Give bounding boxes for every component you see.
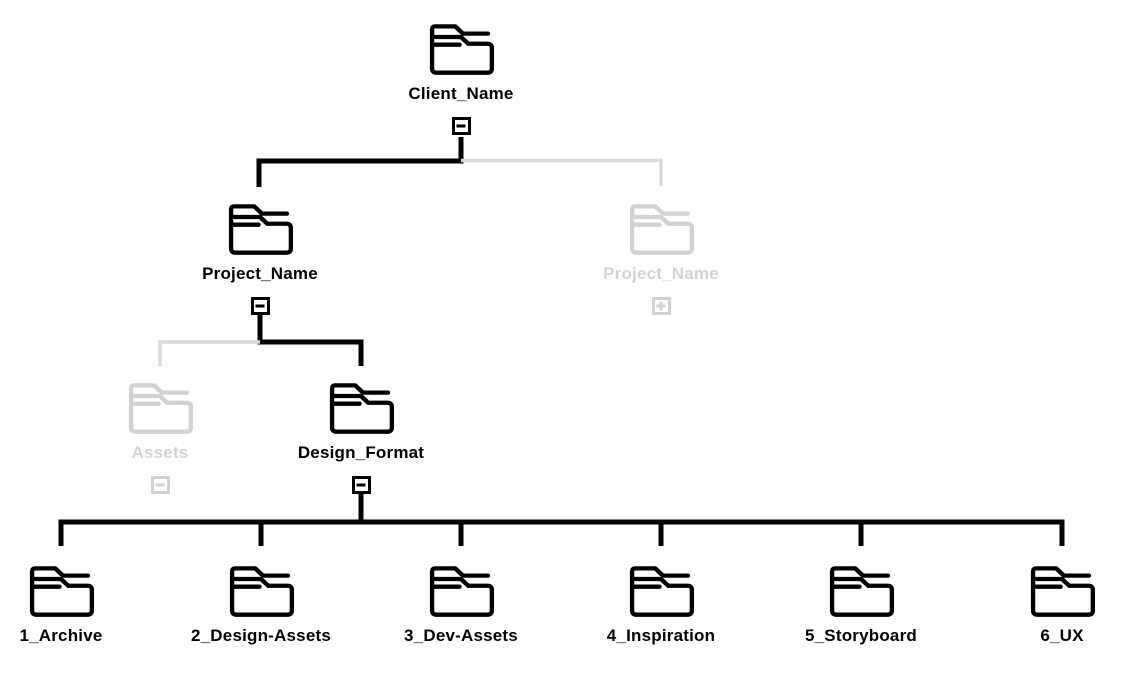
tree-node-6-ux[interactable]: 6_UX	[994, 565, 1121, 646]
folder-label: Client_Name	[408, 84, 514, 103]
folder-icon	[427, 565, 495, 619]
collapse-toggle[interactable]	[451, 117, 471, 135]
collapse-toggle[interactable]	[150, 476, 170, 494]
folder-icon	[327, 382, 395, 436]
folder-icon	[627, 565, 695, 619]
folder-icon	[1028, 565, 1096, 619]
folder-icon	[126, 382, 194, 436]
tree-node-4-inspiration[interactable]: 4_Inspiration	[593, 565, 729, 646]
minus-icon	[255, 304, 265, 308]
plus-icon	[659, 301, 663, 311]
folder-icon	[27, 565, 95, 619]
minus-icon	[456, 124, 466, 128]
folder-icon	[627, 203, 695, 257]
folder-icon	[427, 23, 495, 77]
folder-label: Assets	[131, 443, 189, 462]
folder-label: 6_UX	[1040, 626, 1084, 645]
folder-label: Project_Name	[603, 264, 719, 283]
folder-label: Project_Name	[202, 264, 318, 283]
folder-label: 4_Inspiration	[606, 626, 716, 645]
tree-node-client-name[interactable]: Client_Name	[393, 23, 529, 135]
tree-node-project-name-active[interactable]: Project_Name	[192, 203, 328, 315]
tree-node-1-archive[interactable]: 1_Archive	[0, 565, 129, 646]
minus-icon	[356, 483, 366, 487]
folder-label: Design_Format	[297, 443, 425, 462]
collapse-toggle[interactable]	[351, 476, 371, 494]
tree-node-assets[interactable]: Assets	[92, 382, 228, 494]
minus-icon	[155, 483, 165, 487]
folder-label: 2_Design-Assets	[191, 626, 332, 645]
expand-toggle[interactable]	[651, 297, 671, 315]
folder-label: 5_Storyboard	[805, 626, 917, 645]
tree-node-project-name-inactive[interactable]: Project_Name	[593, 203, 729, 315]
folder-icon	[227, 565, 295, 619]
tree-node-3-dev-assets[interactable]: 3_Dev-Assets	[393, 565, 529, 646]
folder-icon	[226, 203, 294, 257]
folder-label: 1_Archive	[19, 626, 103, 645]
tree-node-2-design-assets[interactable]: 2_Design-Assets	[191, 565, 332, 646]
folder-label: 3_Dev-Assets	[404, 626, 518, 645]
folder-icon	[827, 565, 895, 619]
collapse-toggle[interactable]	[250, 297, 270, 315]
tree-node-design-format[interactable]: Design_Format	[293, 382, 429, 494]
tree-node-5-storyboard[interactable]: 5_Storyboard	[793, 565, 929, 646]
